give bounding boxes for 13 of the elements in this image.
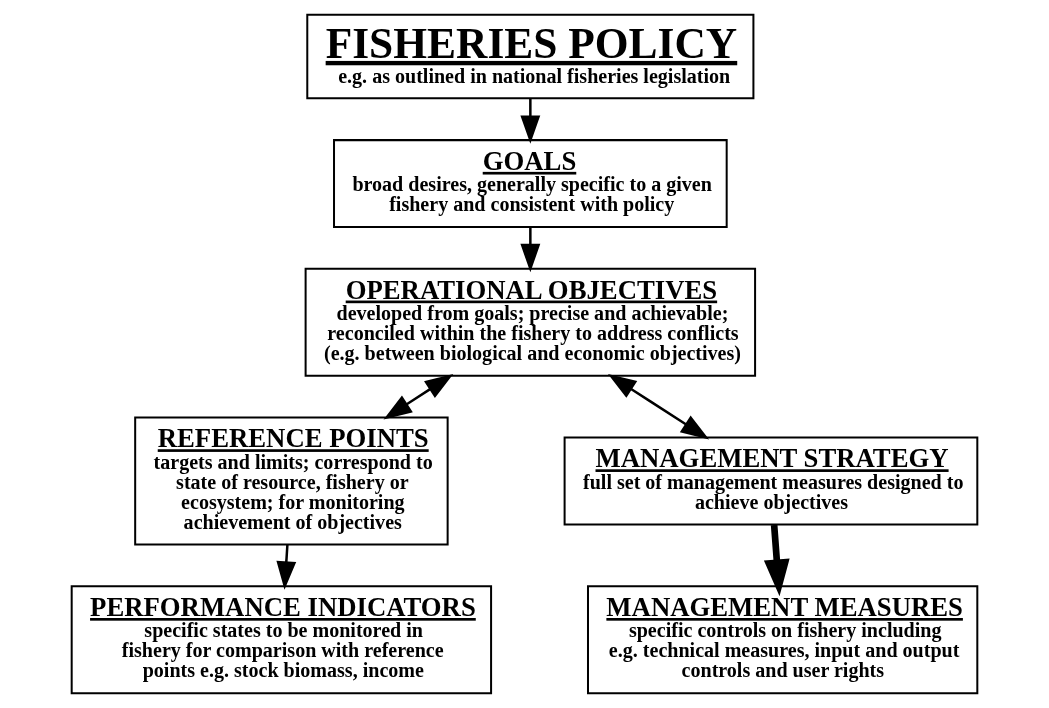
- node-box: REFERENCE POINTS targets and limits; correspond to state of resource, fishery or ecosystem; for monitoring achievement of objectives: [134, 416, 449, 546]
- arrow: [520, 98, 541, 144]
- arrow: [383, 374, 454, 420]
- node-box: GOALS broad desires, generally specific to a given fishery and consistent with policy: [333, 139, 728, 228]
- node-box: OPERATIONAL OBJECTIVES developed from goals; precise and achievable; reconciled within the fishery to address conflicts (e.g. between biological and economic objectives): [304, 267, 757, 377]
- arrow: [276, 544, 297, 590]
- node-box: MANAGEMENT MEASURES specific controls on fishery including e.g. technical measures, input and output controls and user rights: [587, 585, 979, 695]
- node-box: PERFORMANCE INDICATORS specific states to be monitored in fishery for comparison with reference points e.g. stock biomass, income: [70, 585, 493, 695]
- arrow: [520, 227, 541, 273]
- node-box: MANAGEMENT STRATEGY full set of management measures designed to achieve objectives: [563, 436, 979, 526]
- node-box: FISHERIES POLICY e.g. as outlined in national fisheries legislation: [306, 13, 755, 100]
- arrow: [763, 524, 790, 597]
- arrow: [607, 374, 710, 440]
